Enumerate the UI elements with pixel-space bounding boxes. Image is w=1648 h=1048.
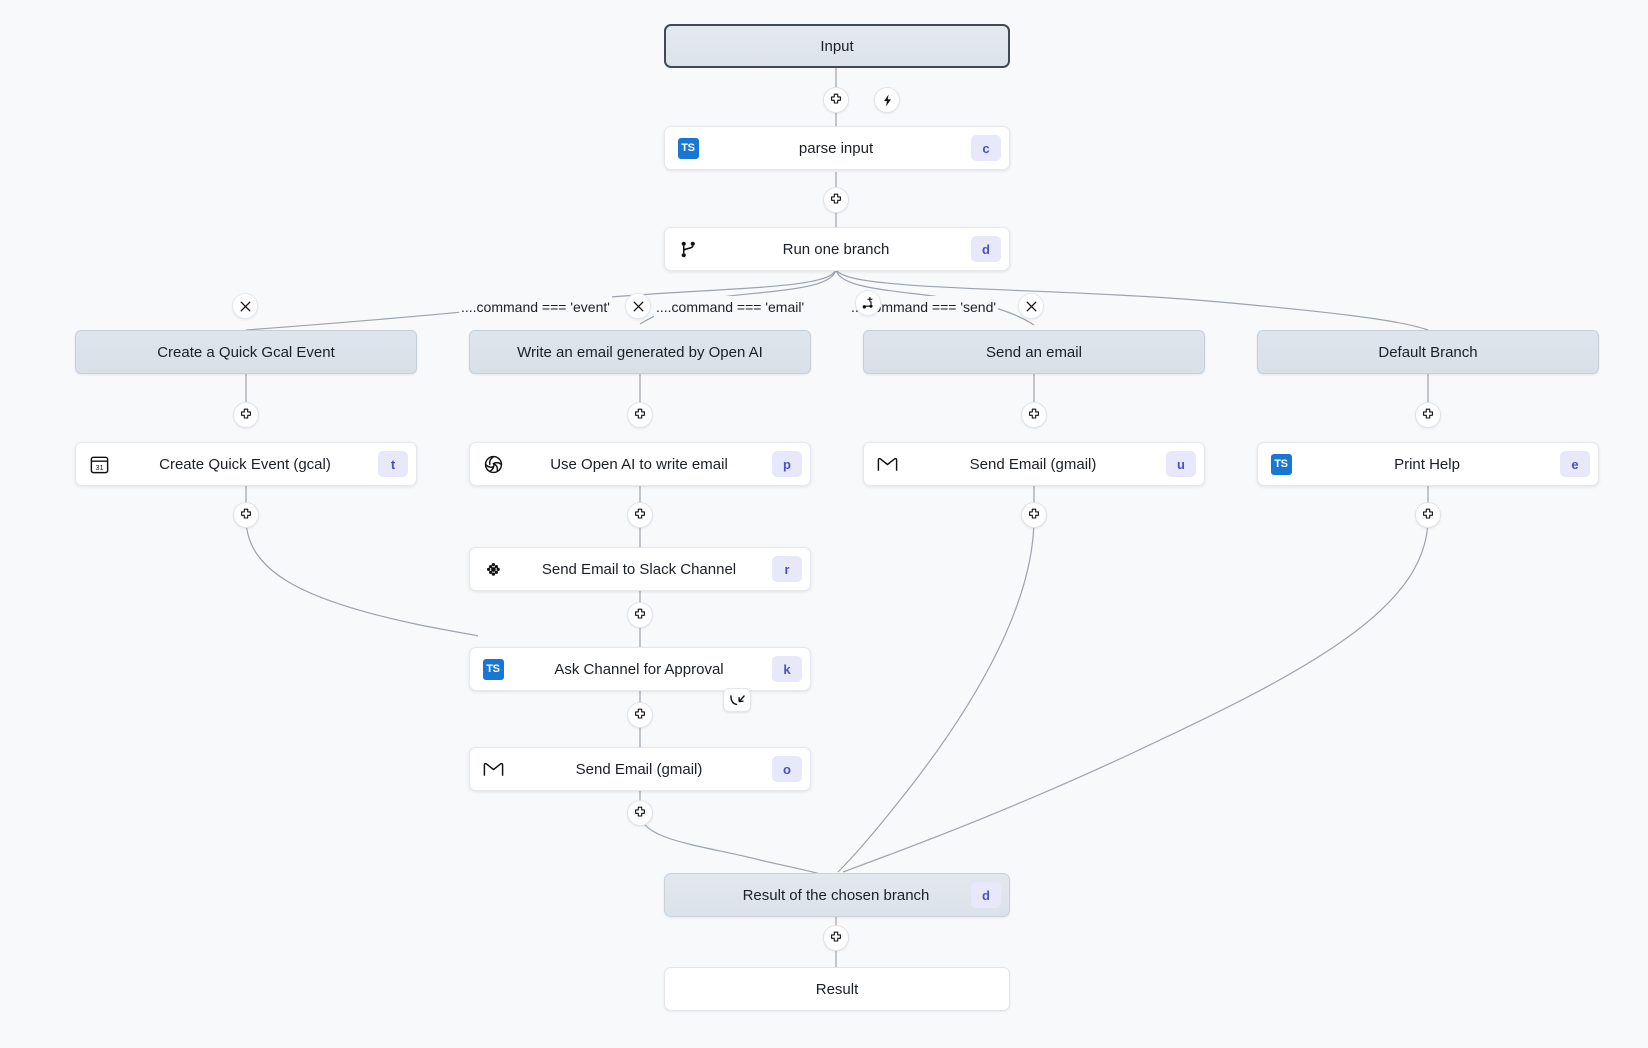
node-branch-default[interactable]: Default Branch: [1257, 330, 1599, 374]
condition-label-2: ....command === 'email': [654, 296, 807, 318]
lightning-icon: [883, 94, 891, 106]
node-branch-openai-label: Write an email generated by Open AI: [517, 343, 763, 361]
plus-icon: [635, 806, 645, 817]
node-use-openai-shortcut[interactable]: p: [772, 451, 802, 477]
node-parse-input[interactable]: TS parse input c: [664, 126, 1010, 170]
node-send-email-gmail-o[interactable]: Send Email (gmail) o: [469, 747, 811, 791]
add-step-handle-gcal[interactable]: [233, 402, 259, 428]
node-result-label: Result: [815, 980, 859, 998]
plus-icon: [635, 508, 645, 519]
plus-icon: [831, 931, 841, 942]
add-step-handle-openai[interactable]: [627, 402, 653, 428]
plus-icon: [241, 408, 251, 419]
node-print-help-label: Print Help: [1394, 455, 1460, 473]
node-ask-approval-label: Ask Channel for Approval: [554, 660, 724, 678]
add-branch-icon: [862, 296, 873, 308]
add-step-handle-after-gmail-o[interactable]: [627, 800, 653, 826]
node-branch-openai[interactable]: Write an email generated by Open AI: [469, 330, 811, 374]
node-run-one-branch-shortcut[interactable]: d: [971, 236, 1001, 262]
add-step-handle-after-openai[interactable]: [627, 502, 653, 528]
suspend-approval-icon: [729, 694, 745, 705]
node-branch-gcal[interactable]: Create a Quick Gcal Event: [75, 330, 417, 374]
add-step-handle-default[interactable]: [1415, 402, 1441, 428]
node-input-label: Input: [820, 37, 854, 55]
node-print-help-shortcut[interactable]: e: [1560, 451, 1590, 477]
node-result[interactable]: Result: [664, 967, 1010, 1011]
node-send-email-gmail-u-label: Send Email (gmail): [969, 455, 1097, 473]
node-send-email-slack-label: Send Email to Slack Channel: [541, 560, 737, 578]
branch-icon: [675, 236, 701, 262]
node-send-email-gmail-u[interactable]: Send Email (gmail) u: [863, 442, 1205, 486]
node-result-of-chosen-branch-shortcut[interactable]: d: [971, 882, 1001, 908]
add-branch-button[interactable]: [855, 290, 881, 316]
add-step-handle-after-quick-event[interactable]: [233, 502, 259, 528]
condition-label-1: ....command === 'event': [459, 296, 612, 318]
plus-icon: [831, 93, 841, 104]
google-calendar-icon: 31: [86, 451, 112, 477]
node-result-of-chosen-branch-label: Result of the chosen branch: [742, 886, 930, 904]
node-branch-send[interactable]: Send an email: [863, 330, 1205, 374]
plus-icon: [635, 408, 645, 419]
node-use-openai-label: Use Open AI to write email: [550, 455, 728, 473]
node-send-email-slack[interactable]: Send Email to Slack Channel r: [469, 547, 811, 591]
plus-icon: [1029, 408, 1039, 419]
node-send-email-gmail-o-label: Send Email (gmail): [575, 760, 703, 778]
node-use-openai[interactable]: Use Open AI to write email p: [469, 442, 811, 486]
node-create-quick-event-shortcut[interactable]: t: [378, 451, 408, 477]
node-create-quick-event-label: Create Quick Event (gcal): [159, 455, 331, 473]
close-icon: [633, 301, 643, 311]
node-parse-input-shortcut[interactable]: c: [971, 135, 1001, 161]
node-ask-approval[interactable]: TS Ask Channel for Approval k: [469, 647, 811, 691]
add-step-handle-parse[interactable]: [823, 187, 849, 213]
node-branch-send-label: Send an email: [986, 343, 1082, 361]
plus-icon: [1423, 408, 1433, 419]
add-step-handle-after-result-branch[interactable]: [823, 925, 849, 951]
node-send-email-slack-shortcut[interactable]: r: [772, 556, 802, 582]
gmail-icon: [874, 451, 900, 477]
node-branch-default-label: Default Branch: [1378, 343, 1478, 361]
add-step-handle-after-gmail-u[interactable]: [1021, 502, 1047, 528]
add-step-handle-after-print-help[interactable]: [1415, 502, 1441, 528]
add-step-handle-input[interactable]: [823, 87, 849, 113]
node-send-email-gmail-o-shortcut[interactable]: o: [772, 756, 802, 782]
plus-icon: [1029, 508, 1039, 519]
delete-branch-button-2[interactable]: [625, 293, 651, 319]
plus-icon: [1423, 508, 1433, 519]
node-create-quick-event[interactable]: 31 Create Quick Event (gcal) t: [75, 442, 417, 486]
close-icon: [1026, 301, 1036, 311]
node-print-help[interactable]: TS Print Help e: [1257, 442, 1599, 486]
add-step-handle-after-approval[interactable]: [627, 702, 653, 728]
slack-icon: [480, 556, 506, 582]
node-result-of-chosen-branch[interactable]: Result of the chosen branch d: [664, 873, 1010, 917]
typescript-icon: TS: [480, 656, 506, 682]
openai-icon: [480, 451, 506, 477]
suspend-approval-badge[interactable]: [723, 688, 751, 712]
node-send-email-gmail-u-shortcut[interactable]: u: [1166, 451, 1196, 477]
summary-spacer-icon: [675, 882, 701, 908]
add-step-handle-send[interactable]: [1021, 402, 1047, 428]
delete-branch-button-3[interactable]: [1018, 293, 1044, 319]
typescript-icon: TS: [675, 135, 701, 161]
node-branch-gcal-label: Create a Quick Gcal Event: [157, 343, 335, 361]
typescript-icon: TS: [1268, 451, 1294, 477]
node-ask-approval-shortcut[interactable]: k: [772, 656, 802, 682]
gmail-icon: [480, 756, 506, 782]
delete-branch-button-1[interactable]: [232, 293, 258, 319]
add-step-handle-after-slack[interactable]: [627, 602, 653, 628]
node-parse-input-label: parse input: [798, 139, 874, 157]
node-run-one-branch-label: Run one branch: [782, 240, 890, 258]
node-input[interactable]: Input: [664, 24, 1010, 68]
plus-icon: [635, 708, 645, 719]
svg-text:31: 31: [95, 463, 103, 471]
plus-icon: [831, 193, 841, 204]
plus-icon: [635, 608, 645, 619]
plus-icon: [241, 508, 251, 519]
close-icon: [240, 301, 250, 311]
node-run-one-branch[interactable]: Run one branch d: [664, 227, 1010, 271]
trigger-handle[interactable]: [874, 87, 900, 113]
